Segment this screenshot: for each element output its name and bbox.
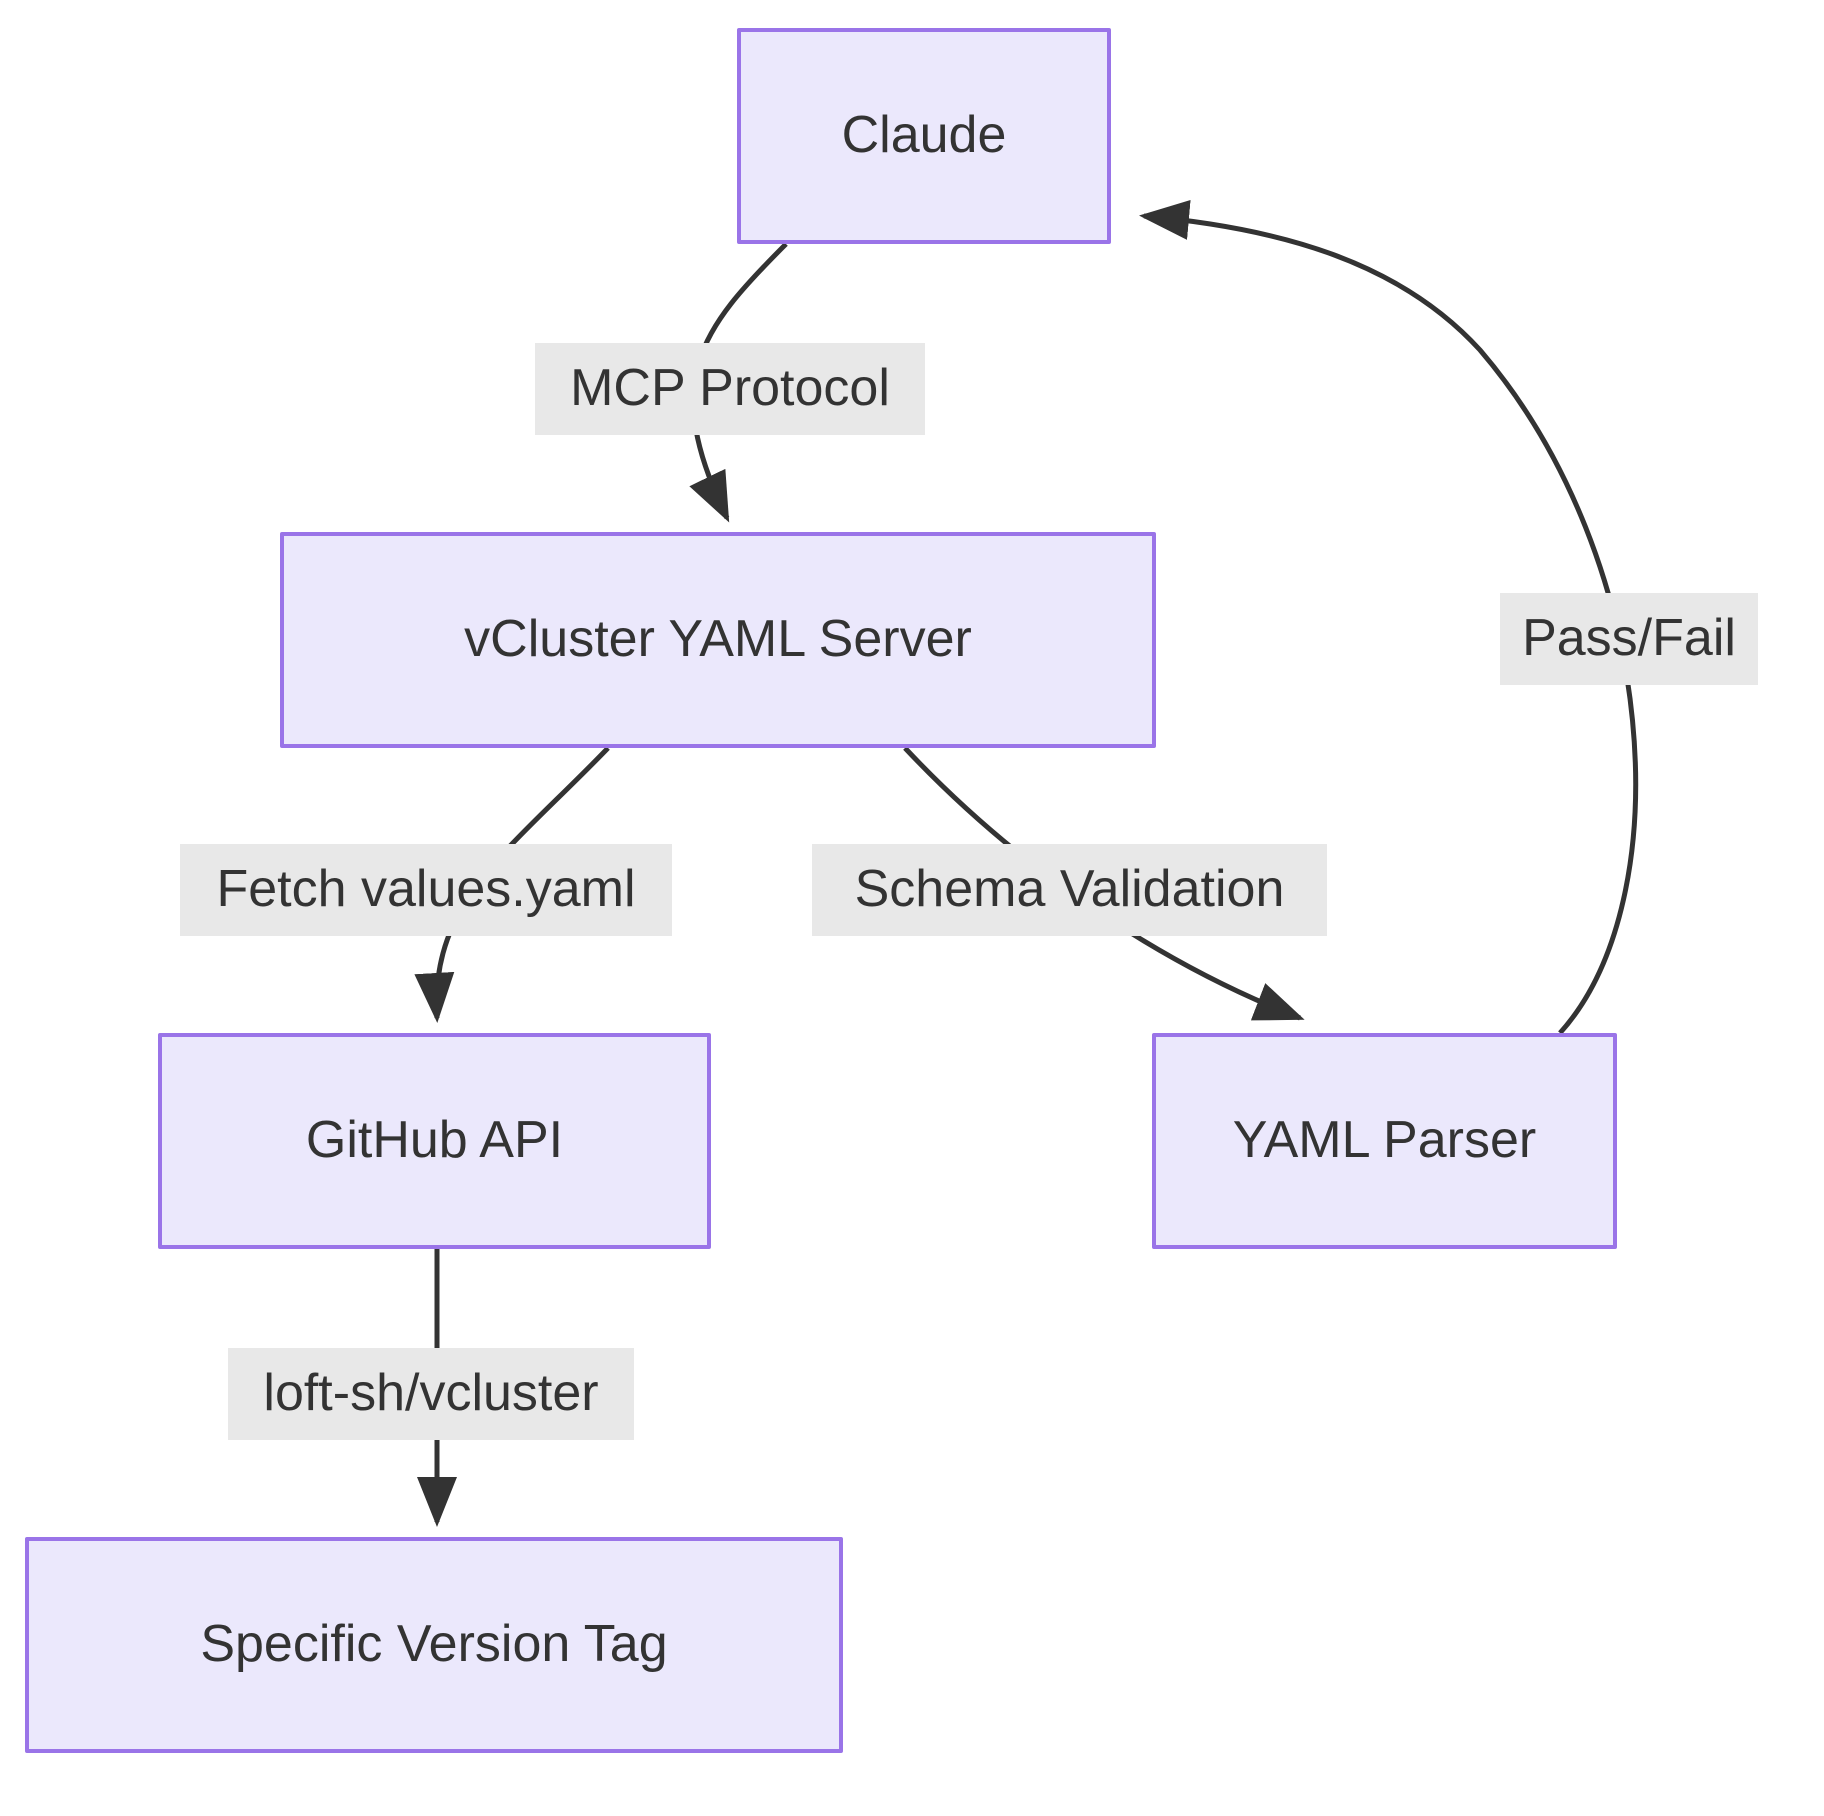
edge-label-loft-sh-vcluster: loft-sh/vcluster [228,1348,634,1440]
edge-label-pass-fail-text: Pass/Fail [1522,609,1736,668]
node-specific-version-tag-label: Specific Version Tag [200,1615,668,1674]
edge-label-loft-sh-vcluster-text: loft-sh/vcluster [263,1364,599,1423]
node-yaml-parser[interactable]: YAML Parser [1152,1033,1617,1249]
edge-label-mcp-protocol: MCP Protocol [535,343,925,435]
edge-yaml-parser-to-claude [1139,200,1639,1035]
node-vcluster-yaml-server[interactable]: vCluster YAML Server [280,532,1156,748]
node-yaml-parser-label: YAML Parser [1232,1111,1537,1170]
node-github-api[interactable]: GitHub API [158,1033,711,1249]
node-claude-label: Claude [841,106,1007,165]
edge-label-fetch-values-yaml-text: Fetch values.yaml [216,860,636,919]
edge-label-schema-validation-text: Schema Validation [854,860,1285,919]
edge-label-mcp-protocol-text: MCP Protocol [570,359,890,418]
node-specific-version-tag[interactable]: Specific Version Tag [25,1537,843,1753]
node-vcluster-yaml-server-label: vCluster YAML Server [464,610,972,669]
node-github-api-label: GitHub API [305,1111,564,1170]
node-claude[interactable]: Claude [737,28,1111,244]
edge-label-pass-fail: Pass/Fail [1500,593,1758,685]
edge-label-schema-validation: Schema Validation [812,844,1327,936]
edge-label-fetch-values-yaml: Fetch values.yaml [180,844,672,936]
